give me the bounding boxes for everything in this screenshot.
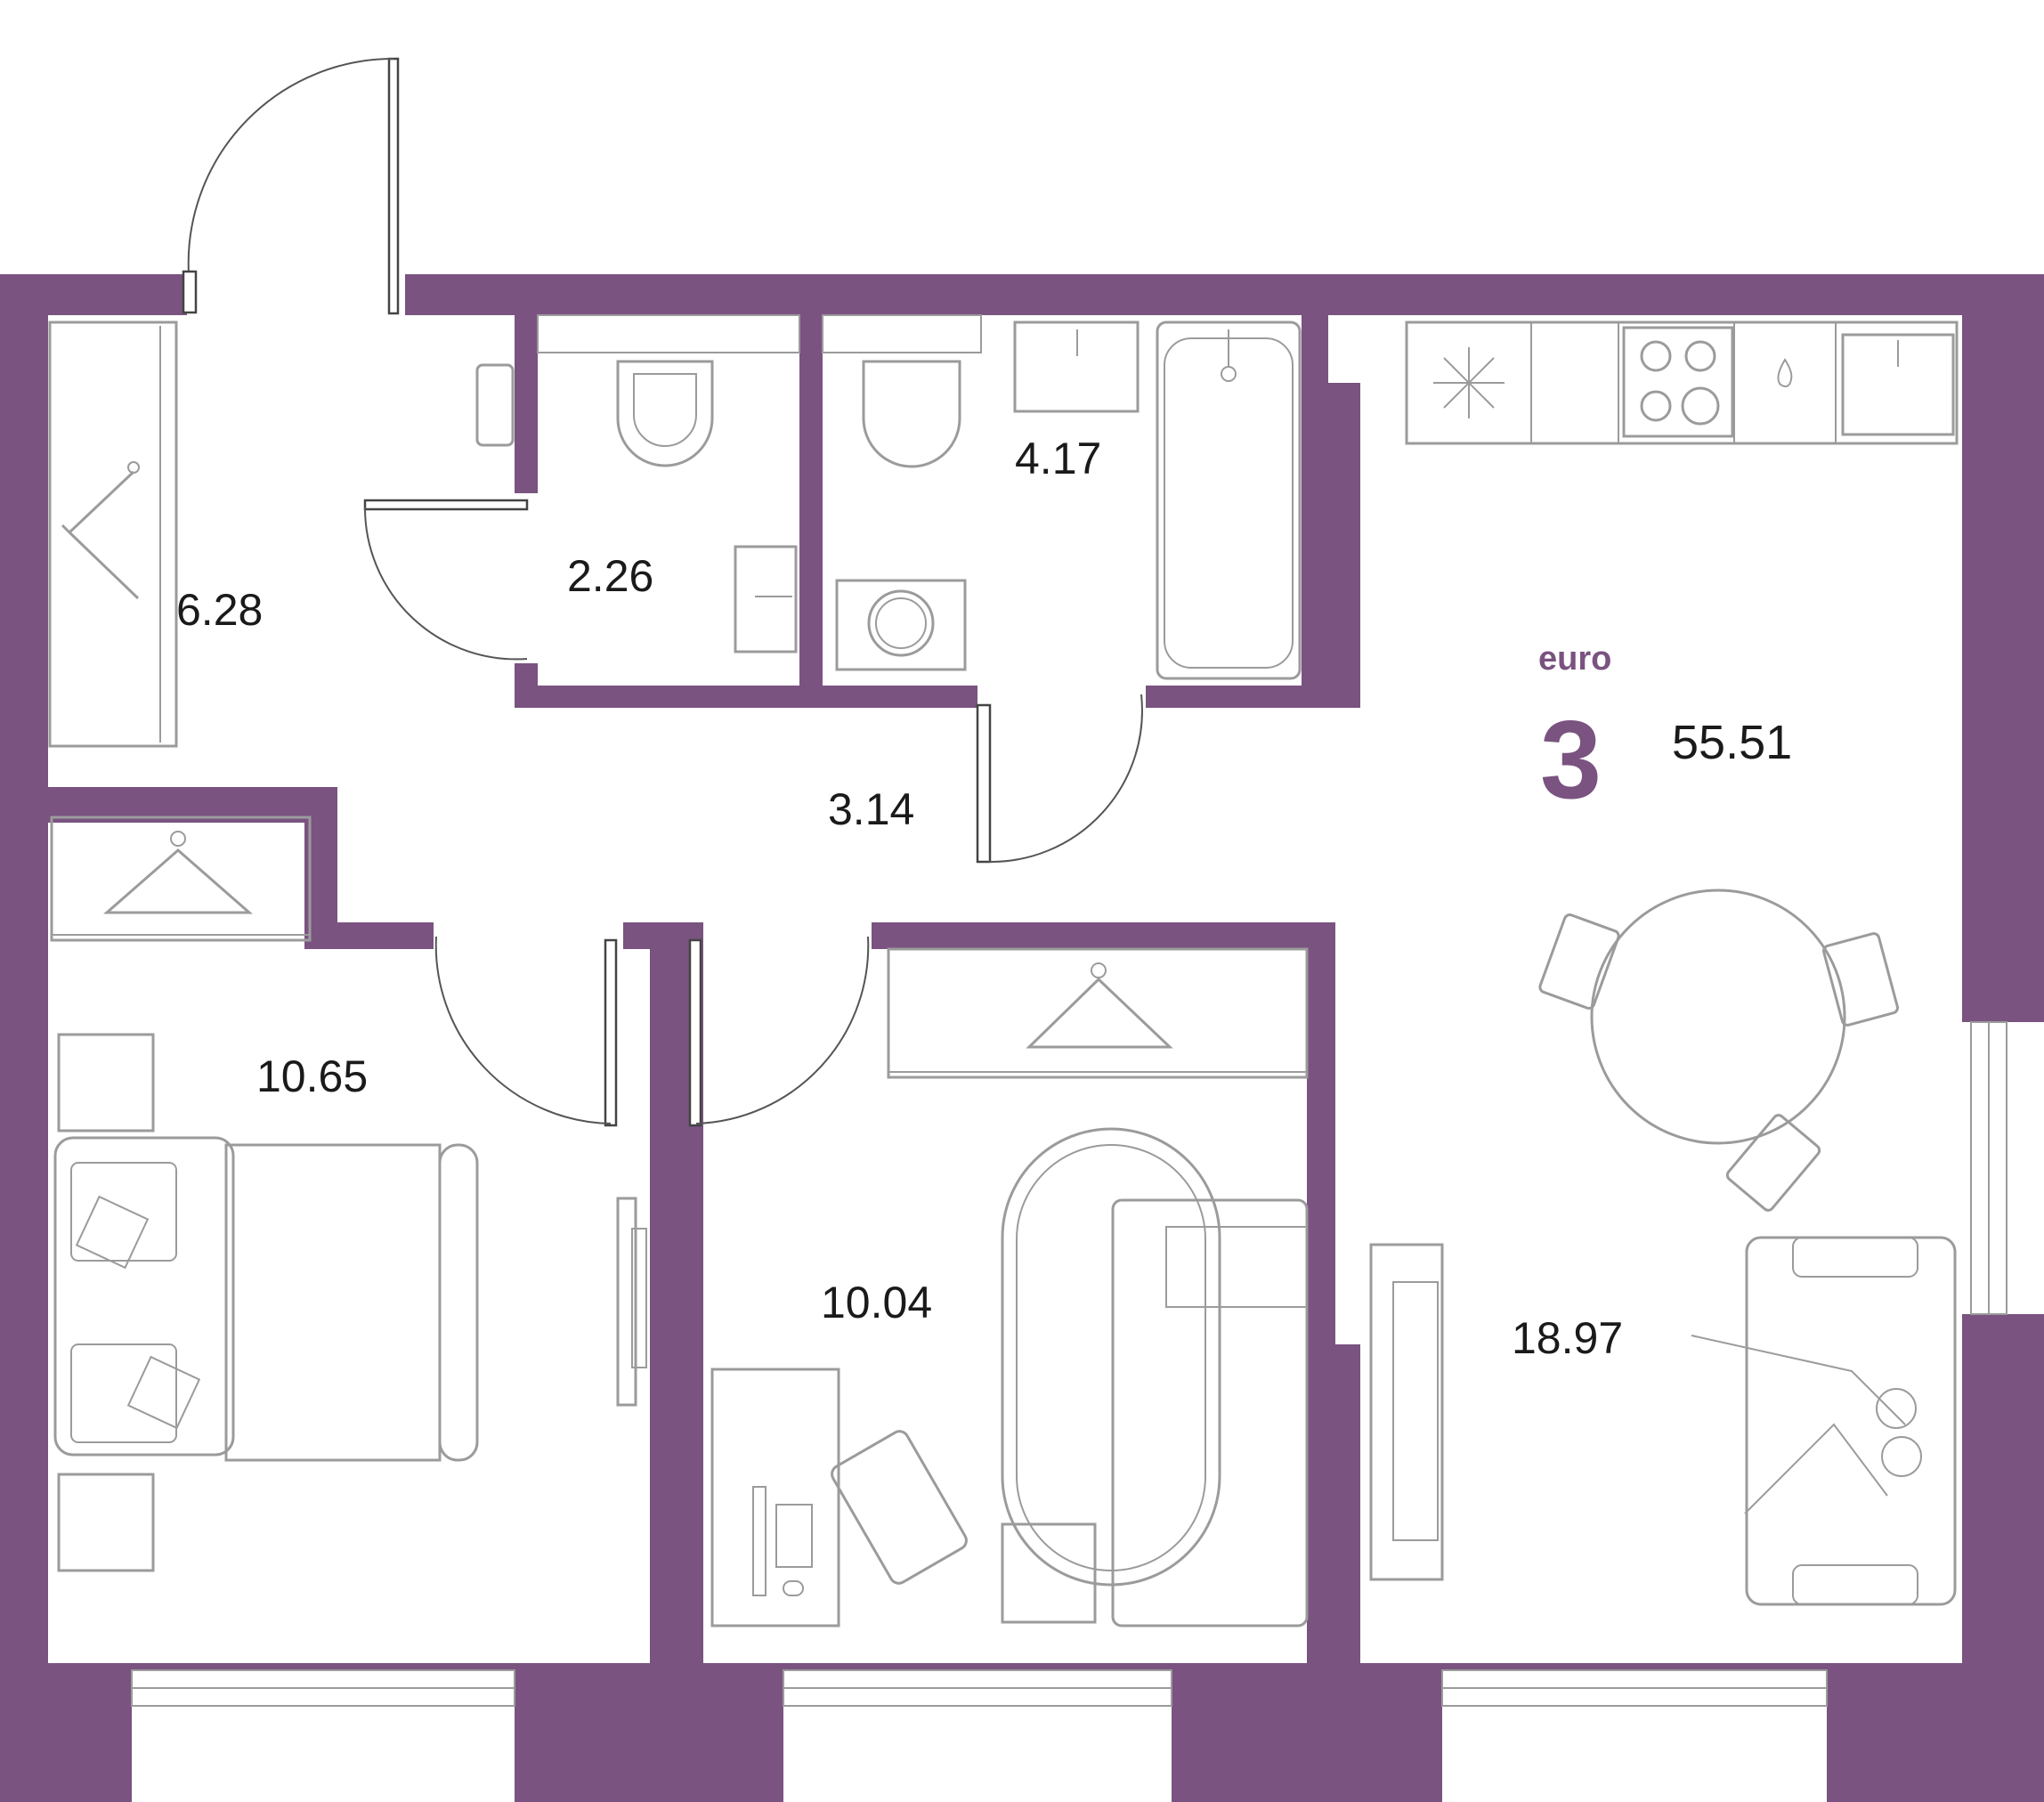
walls (0, 274, 2044, 1802)
nightstand-top (57, 1033, 155, 1132)
hall-wardrobe (48, 321, 178, 748)
room-area-kitchen-living: 18.97 (1512, 1313, 1623, 1363)
furniture (48, 321, 1959, 1627)
room-area-bedroom: 10.65 (256, 1051, 368, 1101)
dining-table (1538, 889, 1899, 1212)
hall-wardrobe-2 (50, 816, 312, 942)
room-area-wardrobe-hall: 6.28 (176, 585, 263, 635)
room-wardrobe (887, 947, 1309, 1079)
apartment-room-count: 3 (1540, 699, 1602, 822)
sofa (1691, 1236, 1957, 1606)
apartment-type-label: euro (1538, 640, 1611, 678)
room-area-wc: 2.26 (567, 551, 653, 601)
armchair-rug (1001, 1127, 1309, 1627)
wc-toilet (616, 360, 798, 653)
room-area-bathroom: 4.17 (1015, 434, 1101, 483)
bedroom-tv (616, 1197, 647, 1407)
apartment-total-area: 55.51 (1672, 716, 1792, 769)
apartment-summary: euro 3 55.51 (1538, 640, 1792, 822)
room-area-corridor: 3.14 (828, 784, 914, 834)
tv-stand (1369, 1243, 1444, 1581)
windows (131, 314, 2008, 1707)
towel-rail (475, 363, 515, 447)
room-area-second-room: 10.04 (821, 1278, 932, 1327)
doors (182, 57, 1143, 1127)
bed (53, 1136, 479, 1462)
desk (710, 1368, 968, 1627)
kitchen-counter (1405, 321, 1959, 445)
bath-toilet (835, 321, 1302, 680)
room-labels: 6.28 2.26 4.17 3.14 10.65 10.04 18.97 (176, 434, 1623, 1363)
nightstand-bottom (57, 1473, 155, 1572)
